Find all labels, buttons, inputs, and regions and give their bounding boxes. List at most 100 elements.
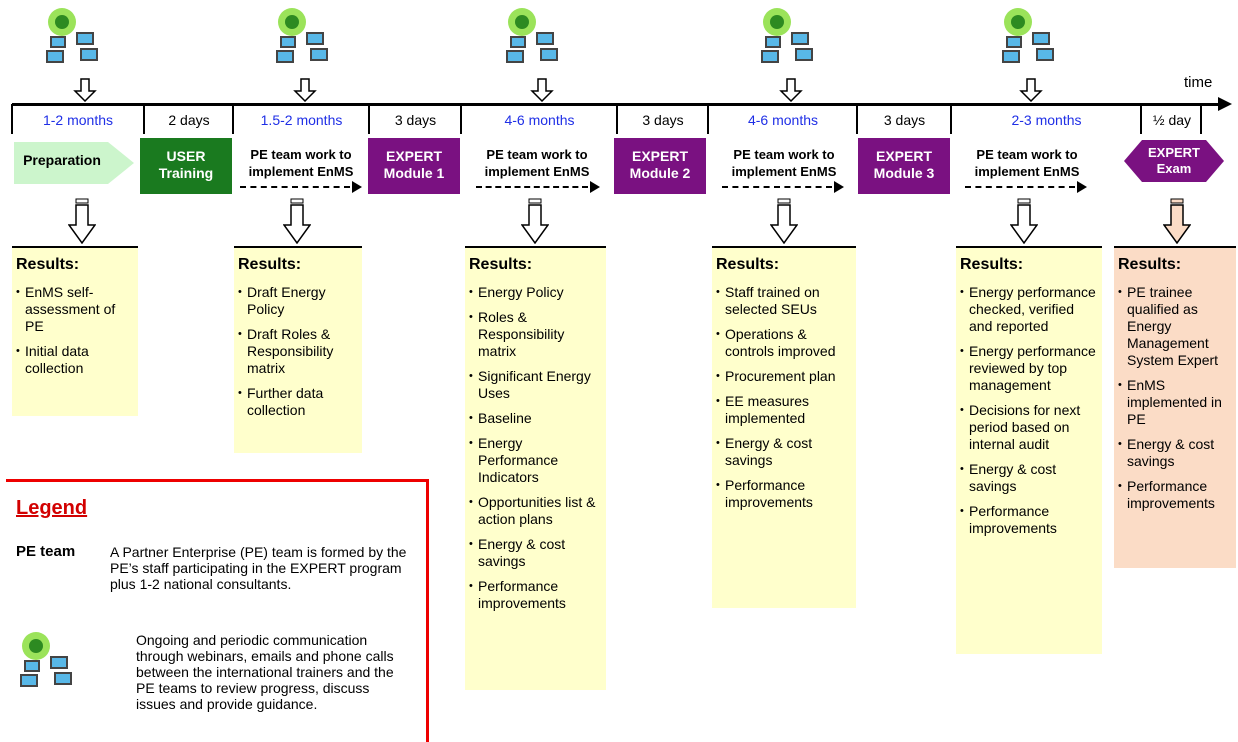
down-arrow-icon — [283, 198, 311, 244]
results-box-phase3: Results: Staff trained on selected SEUs … — [712, 246, 856, 608]
result-item: Initial data collection — [14, 343, 134, 377]
timeline-tick — [11, 104, 13, 134]
duration-label: 3 days — [883, 112, 926, 128]
results-title: Results: — [716, 256, 780, 273]
expert-module2-box — [614, 138, 706, 194]
support-computers-icon — [506, 8, 558, 63]
result-item: EnMS self-assessment of PE — [14, 284, 134, 335]
expert-exam-hexagon — [1124, 140, 1224, 182]
duration-label: 3 days — [394, 112, 437, 128]
result-item: Energy performance reviewed by top manag… — [958, 343, 1098, 394]
result-item: Staff trained on selected SEUs — [714, 284, 852, 318]
result-item: Energy & cost savings — [714, 435, 852, 469]
down-arrow-icon — [770, 198, 798, 244]
legend-communication-description: Ongoing and periodic communication throu… — [136, 632, 394, 712]
result-item: PE trainee qualified as Energy Managemen… — [1116, 284, 1232, 369]
pe-work-arrowhead — [590, 181, 600, 193]
down-arrow-icon — [73, 78, 97, 102]
timeline-tick — [368, 104, 370, 134]
result-item: Performance improvements — [714, 477, 852, 511]
results-box-phase1: Results: Draft Energy Policy Draft Roles… — [234, 246, 362, 453]
pe-work-arrowhead — [1077, 181, 1087, 193]
down-arrow-icon — [1019, 78, 1043, 102]
duration-label: 2 days — [168, 112, 210, 128]
results-title: Results: — [960, 256, 1024, 273]
legend-pe-description: A Partner Enterprise (PE) team is formed… — [110, 544, 407, 592]
timeline-tick — [616, 104, 618, 134]
support-computers-icon — [761, 8, 813, 63]
pe-work-arrowhead — [352, 181, 362, 193]
down-arrow-icon — [530, 78, 554, 102]
timeline-tick — [143, 104, 145, 134]
support-computers-icon — [46, 8, 98, 63]
pe-work-dashed-arrow — [240, 186, 350, 188]
support-computers-icon — [276, 8, 328, 63]
pe-work-dashed-arrow — [476, 186, 588, 188]
results-title: Results: — [1118, 256, 1182, 273]
result-item: EE measures implemented — [714, 393, 852, 427]
duration-label: 4-6 months — [747, 112, 819, 128]
down-arrow-icon — [68, 198, 96, 244]
result-item: Baseline — [467, 410, 602, 427]
legend-title: Legend — [16, 497, 88, 519]
result-item: Draft Energy Policy — [236, 284, 358, 318]
duration-label: 1-2 months — [42, 112, 114, 128]
result-item: Opportunities list & action plans — [467, 494, 602, 528]
expert-module1-box — [368, 138, 460, 194]
result-item: Energy Policy — [467, 284, 602, 301]
results-box-preparation: Results: EnMS self-assessment of PE Init… — [12, 246, 138, 416]
results-title: Results: — [469, 256, 533, 273]
result-item: Further data collection — [236, 385, 358, 419]
timeline-tick — [1200, 104, 1202, 134]
results-title: Results: — [238, 256, 302, 273]
preparation-label: Preparation — [23, 152, 101, 168]
result-item: Decisions for next period based on inter… — [958, 402, 1098, 453]
result-item: Roles & Responsibility matrix — [467, 309, 602, 360]
legend-frame — [6, 479, 429, 742]
duration-label: ½ day — [1152, 112, 1192, 128]
down-arrow-icon — [1163, 198, 1191, 244]
results-title: Results: — [16, 256, 80, 273]
timeline-tick — [856, 104, 858, 134]
timeline-arrowhead — [1218, 97, 1232, 111]
support-computers-icon — [1002, 8, 1054, 63]
timeline-tick — [460, 104, 462, 134]
result-item: Energy Performance Indicators — [467, 435, 602, 486]
down-arrow-icon — [521, 198, 549, 244]
pe-work-arrowhead — [834, 181, 844, 193]
pe-work-dashed-arrow — [722, 186, 832, 188]
duration-label: 4-6 months — [504, 112, 575, 128]
down-arrow-icon — [779, 78, 803, 102]
duration-label: 2-3 months — [1011, 112, 1082, 128]
result-item: Energy performance checked, verified and… — [958, 284, 1098, 335]
expert-module3-box — [858, 138, 950, 194]
result-item: Performance improvements — [958, 503, 1098, 537]
down-arrow-icon — [1010, 198, 1038, 244]
result-item: Procurement plan — [714, 368, 852, 385]
results-box-exam: Results: PE trainee qualified as Energy … — [1114, 246, 1236, 568]
timeline-tick — [950, 104, 952, 134]
result-item: Significant Energy Uses — [467, 368, 602, 402]
down-arrow-icon — [293, 78, 317, 102]
timeline-tick — [707, 104, 709, 134]
result-item: Performance improvements — [467, 578, 602, 612]
result-item: Energy & cost savings — [467, 536, 602, 570]
result-item: Energy & cost savings — [1116, 436, 1232, 470]
duration-label: 1.5-2 months — [260, 112, 343, 128]
result-item: Draft Roles & Responsibility matrix — [236, 326, 358, 377]
results-box-phase2: Results: Energy Policy Roles & Responsib… — [465, 246, 606, 690]
result-item: Operations & controls improved — [714, 326, 852, 360]
support-computers-icon — [20, 632, 72, 687]
timeline-tick — [1140, 104, 1142, 134]
user-training-box — [140, 138, 232, 194]
result-item: Performance improvements — [1116, 478, 1232, 512]
legend-pe-term: PE team — [16, 543, 76, 560]
result-item: Energy & cost savings — [958, 461, 1098, 495]
